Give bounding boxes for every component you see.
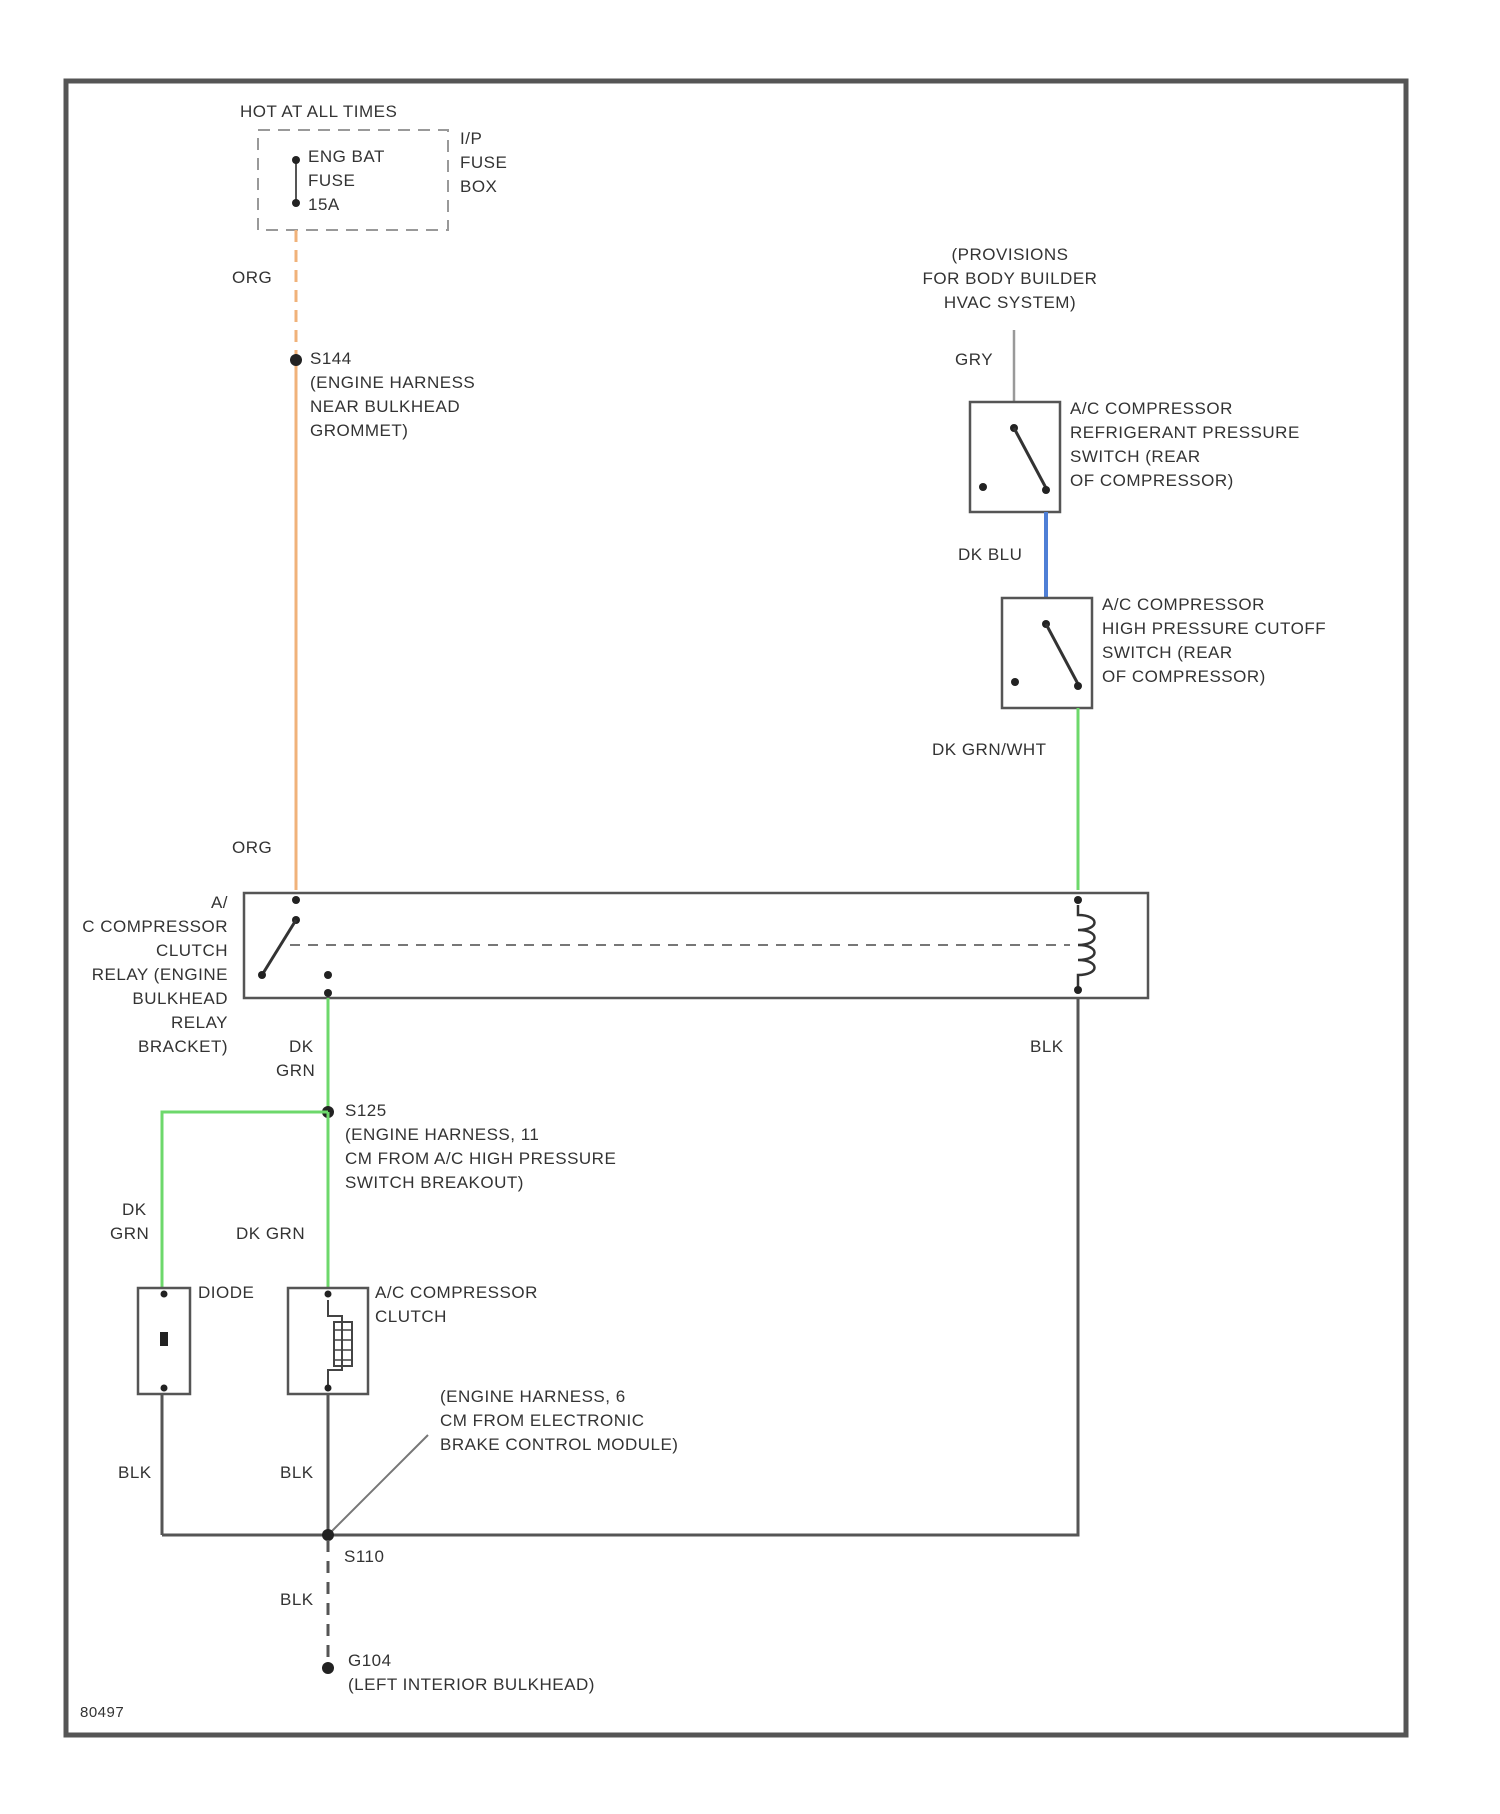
relay-label-7: BRACKET) — [138, 1037, 228, 1056]
refrigerant-switch-label-4: OF COMPRESSOR) — [1070, 471, 1234, 490]
s110-note-2: CM FROM ELECTRONIC — [440, 1411, 645, 1430]
wire-label-dk-grn-wht: DK GRN/WHT — [932, 740, 1047, 759]
fuse-group: HOT AT ALL TIMES ENG BAT FUSE 15A I/P FU… — [240, 102, 507, 230]
relay-terminal-org — [292, 896, 300, 904]
relay-label-3: CLUTCH — [156, 941, 228, 960]
cutoff-switch-label-3: SWITCH (REAR — [1102, 643, 1233, 662]
cutoff-switch-contact-b — [1074, 682, 1082, 690]
diagram-frame — [66, 81, 1406, 1735]
s110-label: S110 — [344, 1547, 384, 1566]
s110-leader-line — [328, 1435, 428, 1535]
diode-terminal-bottom — [161, 1385, 168, 1392]
refrigerant-pressure-switch — [970, 402, 1060, 512]
dk-grn-diode-wire — [162, 1112, 328, 1288]
cutoff-switch-blade — [1046, 624, 1078, 684]
wire-label-dk-grn-clutch: DK GRN — [236, 1224, 305, 1243]
fuse-box-3: BOX — [460, 177, 497, 196]
provisions-1: (PROVISIONS — [952, 245, 1069, 264]
ground-g104-dot — [322, 1662, 334, 1674]
s125-label-2: (ENGINE HARNESS, 11 — [345, 1125, 539, 1144]
refrigerant-switch-label-2: REFRIGERANT PRESSURE — [1070, 423, 1300, 442]
relay-label-6: RELAY — [171, 1013, 228, 1032]
s144-label-2: (ENGINE HARNESS — [310, 373, 475, 392]
diode-terminal-top — [161, 1291, 168, 1298]
refrigerant-switch-contact-a — [979, 483, 987, 491]
wire-label-blk-ground: BLK — [280, 1590, 314, 1609]
splice-s110-dot — [322, 1529, 334, 1541]
relay-label-2: C COMPRESSOR — [82, 917, 228, 936]
compressor-clutch — [288, 1288, 368, 1394]
clutch-terminal-top — [325, 1291, 332, 1298]
cutoff-switch-label-2: HIGH PRESSURE CUTOFF — [1102, 619, 1326, 638]
clutch-label-2: CLUTCH — [375, 1307, 447, 1326]
diode-symbol — [160, 1332, 168, 1346]
wire-label-dk-grn-relay-2: GRN — [276, 1061, 315, 1080]
cutoff-switch-label-1: A/C COMPRESSOR — [1102, 595, 1265, 614]
compressor-clutch-relay — [244, 893, 1148, 998]
splice-s144-dot — [290, 354, 302, 366]
wire-label-blk-relay: BLK — [1030, 1037, 1064, 1056]
fuse-name-3: 15A — [308, 195, 340, 214]
s110-note-1: (ENGINE HARNESS, 6 — [440, 1387, 626, 1406]
fuse-box-1: I/P — [460, 129, 482, 148]
refrigerant-switch-blade — [1014, 428, 1046, 488]
diode — [138, 1288, 190, 1394]
s125-label-4: SWITCH BREAKOUT) — [345, 1173, 524, 1192]
wire-label-gry: GRY — [955, 350, 993, 369]
fuse-name-2: FUSE — [308, 171, 355, 190]
s125-label-1: S125 — [345, 1101, 387, 1120]
relay-output-terminal — [324, 971, 332, 979]
relay-output-terminal-2 — [324, 989, 332, 997]
s110-note-3: BRAKE CONTROL MODULE) — [440, 1435, 678, 1454]
s144-label-4: GROMMET) — [310, 421, 408, 440]
wire-label-dk-grn-diode-2: GRN — [110, 1224, 149, 1243]
refrigerant-switch-body — [970, 402, 1060, 512]
diode-label: DIODE — [198, 1283, 254, 1302]
refrigerant-switch-label-1: A/C COMPRESSOR — [1070, 399, 1233, 418]
relay-coil — [1078, 905, 1095, 990]
cutoff-switch-body — [1002, 598, 1092, 708]
wire-label-dk-grn-relay-1: DK — [289, 1037, 314, 1056]
clutch-terminal-bottom — [325, 1385, 332, 1392]
relay-switch-blade — [262, 920, 296, 975]
fuse-terminal-bottom — [292, 199, 300, 207]
fuse-header: HOT AT ALL TIMES — [240, 102, 397, 121]
provisions-3: HVAC SYSTEM) — [944, 293, 1076, 312]
clutch-label-1: A/C COMPRESSOR — [375, 1283, 538, 1302]
wire-label-org-bottom: ORG — [232, 838, 272, 857]
ground-label-2: (LEFT INTERIOR BULKHEAD) — [348, 1675, 595, 1694]
wire-label-blk-clutch: BLK — [280, 1463, 314, 1482]
relay-coil-terminal-top — [1074, 896, 1082, 904]
wire-label-dk-blu: DK BLU — [958, 545, 1022, 564]
figure-id: 80497 — [80, 1704, 124, 1721]
cutoff-switch-contact-a — [1011, 678, 1019, 686]
fuse-name-1: ENG BAT — [308, 147, 385, 166]
relay-switch-contact — [258, 971, 266, 979]
fuse-terminal-top — [292, 156, 300, 164]
cutoff-switch-label-4: OF COMPRESSOR) — [1102, 667, 1266, 686]
relay-coil-terminal-bottom — [1074, 986, 1082, 994]
s125-label-3: CM FROM A/C HIGH PRESSURE — [345, 1149, 616, 1168]
ground-label-1: G104 — [348, 1651, 392, 1670]
relay-label-4: RELAY (ENGINE — [92, 965, 228, 984]
s144-label-3: NEAR BULKHEAD — [310, 397, 460, 416]
high-pressure-cutoff-switch — [1002, 598, 1092, 708]
wire-label-dk-grn-diode-1: DK — [122, 1200, 147, 1219]
s144-label-1: S144 — [310, 349, 352, 368]
refrigerant-switch-label-3: SWITCH (REAR — [1070, 447, 1201, 466]
refrigerant-switch-contact-b — [1042, 486, 1050, 494]
wire-label-blk-diode: BLK — [118, 1463, 152, 1482]
fuse-box-2: FUSE — [460, 153, 507, 172]
wire-label-org-top: ORG — [232, 268, 272, 287]
relay-label-1: A/ — [211, 893, 228, 912]
provisions-2: FOR BODY BUILDER — [923, 269, 1098, 288]
relay-label-5: BULKHEAD — [132, 989, 228, 1008]
